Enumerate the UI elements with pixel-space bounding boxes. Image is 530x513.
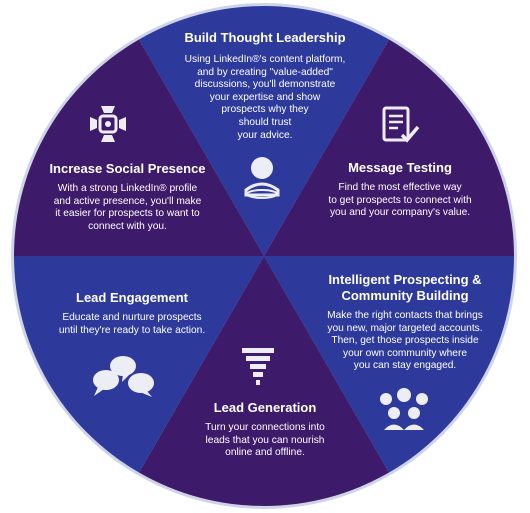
segment-title: Increase Social Presence: [49, 161, 206, 176]
segment-body: Using LinkedIn®'s content platform, and …: [184, 54, 346, 141]
sector-intelligent-prospecting: [264, 256, 514, 473]
segment-increase-social-presence: Increase Social Presence With a strong L…: [20, 161, 235, 233]
segment-title: Lead Generation: [213, 400, 317, 415]
segment-body: With a strong LinkedIn® profile and acti…: [53, 183, 202, 232]
segment-body: Turn your connections into leads that yo…: [205, 422, 325, 459]
segment-lead-generation: Lead Generation Turn your connections in…: [155, 400, 375, 460]
broadcast-icon: [90, 106, 126, 142]
segment-title: Message Testing: [348, 160, 452, 175]
segment-lead-engagement: Lead Engagement Educate and nurture pros…: [22, 290, 242, 337]
segment-intelligent-prospecting: Intelligent Prospecting & Community Buil…: [290, 272, 520, 373]
sector-increase-social-presence: [14, 39, 264, 256]
sector-build-thought-leadership: [139, 5, 389, 256]
segment-body: Make the right contacts that brings you …: [327, 310, 483, 372]
segment-build-thought-leadership: Build Thought Leadership Using LinkedIn®…: [140, 30, 390, 142]
checklist-icon: [382, 106, 420, 143]
funnel-icon: [242, 348, 274, 385]
sector-message-testing: [264, 39, 514, 256]
segment-body: Find the most effective way to get prosp…: [328, 182, 472, 219]
sector-lead-generation: [139, 256, 389, 507]
sector-lead-engagement: [14, 256, 264, 473]
segment-title: Build Thought Leadership: [184, 30, 346, 45]
segment-message-testing: Message Testing Find the most effective …: [300, 160, 500, 220]
segment-title: Intelligent Prospecting & Community Buil…: [328, 272, 482, 303]
segment-title: Lead Engagement: [76, 290, 188, 305]
chat-bubbles-icon: [93, 356, 154, 397]
person-spotlight-icon: [244, 157, 280, 199]
group-icon: [380, 388, 428, 430]
segment-body: Educate and nurture prospects until they…: [58, 312, 206, 336]
